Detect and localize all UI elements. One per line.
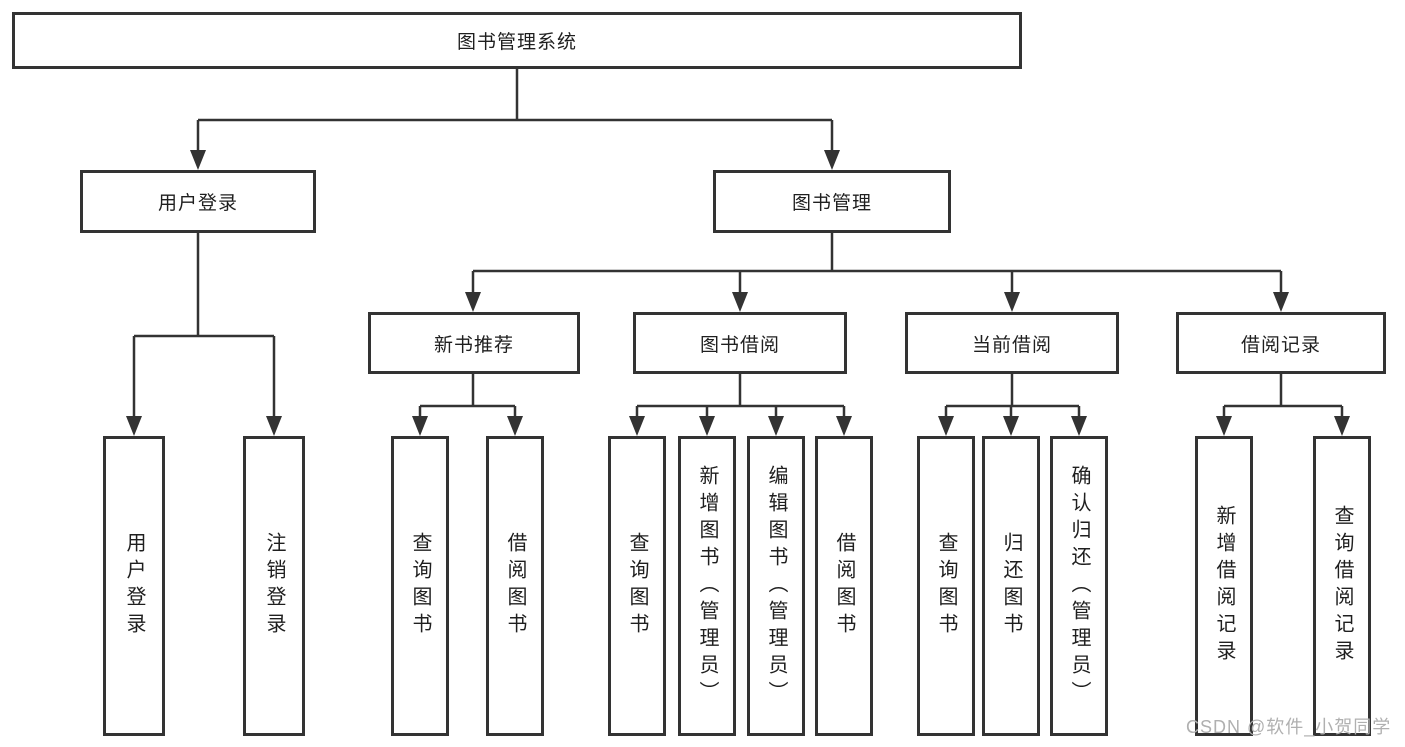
leaf-add-book-admin-label: 新增图书（管理员） <box>696 464 718 708</box>
node-borrow-records: 借阅记录 <box>1176 312 1386 374</box>
leaf-add-borrow-record-label: 新增借阅记录 <box>1213 505 1235 667</box>
leaf-logout-label: 注销登录 <box>263 532 285 640</box>
leaf-return-book: 归还图书 <box>982 436 1040 736</box>
leaf-edit-book-admin-label: 编辑图书（管理员） <box>765 464 787 708</box>
leaf-add-book-admin: 新增图书（管理员） <box>678 436 736 736</box>
node-borrow-records-label: 借阅记录 <box>1240 334 1321 356</box>
leaf-edit-book-admin: 编辑图书（管理员） <box>747 436 805 736</box>
leaf-query-books-recommend-label: 查询图书 <box>409 532 431 640</box>
leaf-borrow-books-recommend-label: 借阅图书 <box>504 532 526 640</box>
node-library-system: 图书管理系统 <box>12 12 1022 69</box>
leaf-query-books-recommend: 查询图书 <box>391 436 449 736</box>
node-library-system-label: 图书管理系统 <box>456 32 577 53</box>
leaf-query-borrow-record: 查询借阅记录 <box>1313 436 1371 736</box>
leaf-borrow-books-recommend: 借阅图书 <box>486 436 544 736</box>
leaf-query-books-current-label: 查询图书 <box>935 532 957 640</box>
leaf-confirm-return-admin: 确认归还（管理员） <box>1050 436 1108 736</box>
leaf-query-books-current: 查询图书 <box>917 436 975 736</box>
node-book-borrow: 图书借阅 <box>633 312 847 374</box>
node-current-borrow: 当前借阅 <box>905 312 1119 374</box>
leaf-user-login-label: 用户登录 <box>123 532 145 640</box>
node-book-management-label: 图书管理 <box>791 193 872 214</box>
leaf-query-books-borrow: 查询图书 <box>608 436 666 736</box>
node-user-login-label: 用户登录 <box>157 193 238 214</box>
leaf-borrow-books-label: 借阅图书 <box>833 532 855 640</box>
node-user-login: 用户登录 <box>80 170 316 233</box>
leaf-query-books-borrow-label: 查询图书 <box>626 532 648 640</box>
node-new-book-recommend: 新书推荐 <box>368 312 580 374</box>
node-book-borrow-label: 图书借阅 <box>699 334 780 356</box>
node-current-borrow-label: 当前借阅 <box>971 334 1052 356</box>
leaf-user-login: 用户登录 <box>103 436 165 736</box>
node-new-book-recommend-label: 新书推荐 <box>433 334 514 356</box>
leaf-return-book-label: 归还图书 <box>1000 532 1022 640</box>
leaf-add-borrow-record: 新增借阅记录 <box>1195 436 1253 736</box>
leaf-query-borrow-record-label: 查询借阅记录 <box>1331 505 1353 667</box>
watermark: CSDN @软件_小贺同学 <box>1186 717 1392 737</box>
node-book-management: 图书管理 <box>713 170 951 233</box>
leaf-confirm-return-admin-label: 确认归还（管理员） <box>1068 464 1090 708</box>
leaf-logout: 注销登录 <box>243 436 305 736</box>
leaf-borrow-books: 借阅图书 <box>815 436 873 736</box>
